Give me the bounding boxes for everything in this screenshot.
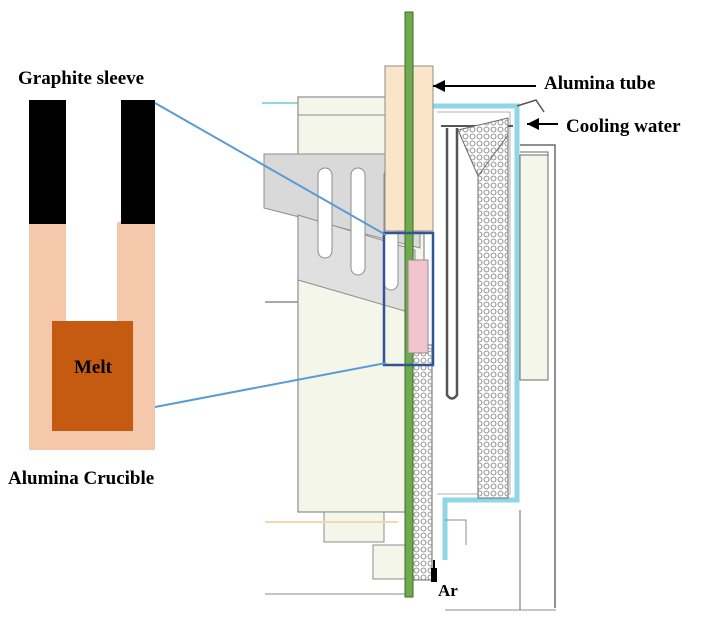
graphite-sleeve-label: Graphite sleeve — [18, 68, 144, 89]
graphite-sleeve-left — [29, 100, 66, 224]
zoom-box — [382, 231, 435, 367]
furnace-stem — [323, 511, 385, 543]
outer-casing — [520, 144, 556, 608]
melt — [52, 321, 133, 431]
insulation-column — [477, 129, 509, 499]
lower-outlet — [445, 519, 467, 545]
alumina-tube-callout — [433, 80, 536, 92]
alumina-tube-label: Alumina tube — [544, 73, 655, 94]
graphite-sleeve-right — [121, 100, 155, 224]
vent-slot — [317, 167, 333, 259]
ar-label: Ar — [438, 581, 458, 600]
arrow-icon — [527, 118, 539, 130]
arrow-icon — [433, 80, 445, 92]
leader-line-top — [154, 102, 387, 236]
insulation-wedge — [263, 153, 421, 249]
cooling-water-label: Cooling water — [566, 116, 681, 137]
water-jacket-inner — [437, 111, 511, 495]
cooling-water-callout — [527, 118, 558, 130]
sample — [407, 259, 429, 354]
side-panel — [519, 154, 549, 381]
alumina-crucible-label: Alumina Crucible — [8, 468, 154, 489]
melt-label: Melt — [74, 357, 113, 378]
furnace-foot — [372, 544, 406, 580]
cooling-water-connection — [516, 99, 545, 113]
vent-slot — [350, 167, 366, 276]
crucible-cavity — [66, 222, 117, 322]
furnace — [262, 11, 556, 611]
leader-line-bottom — [154, 362, 387, 408]
heater-coil — [445, 128, 459, 400]
insulation-cap — [457, 117, 509, 177]
crucible-inset: Melt Graphite sleeve Alumina Crucible — [8, 68, 155, 489]
